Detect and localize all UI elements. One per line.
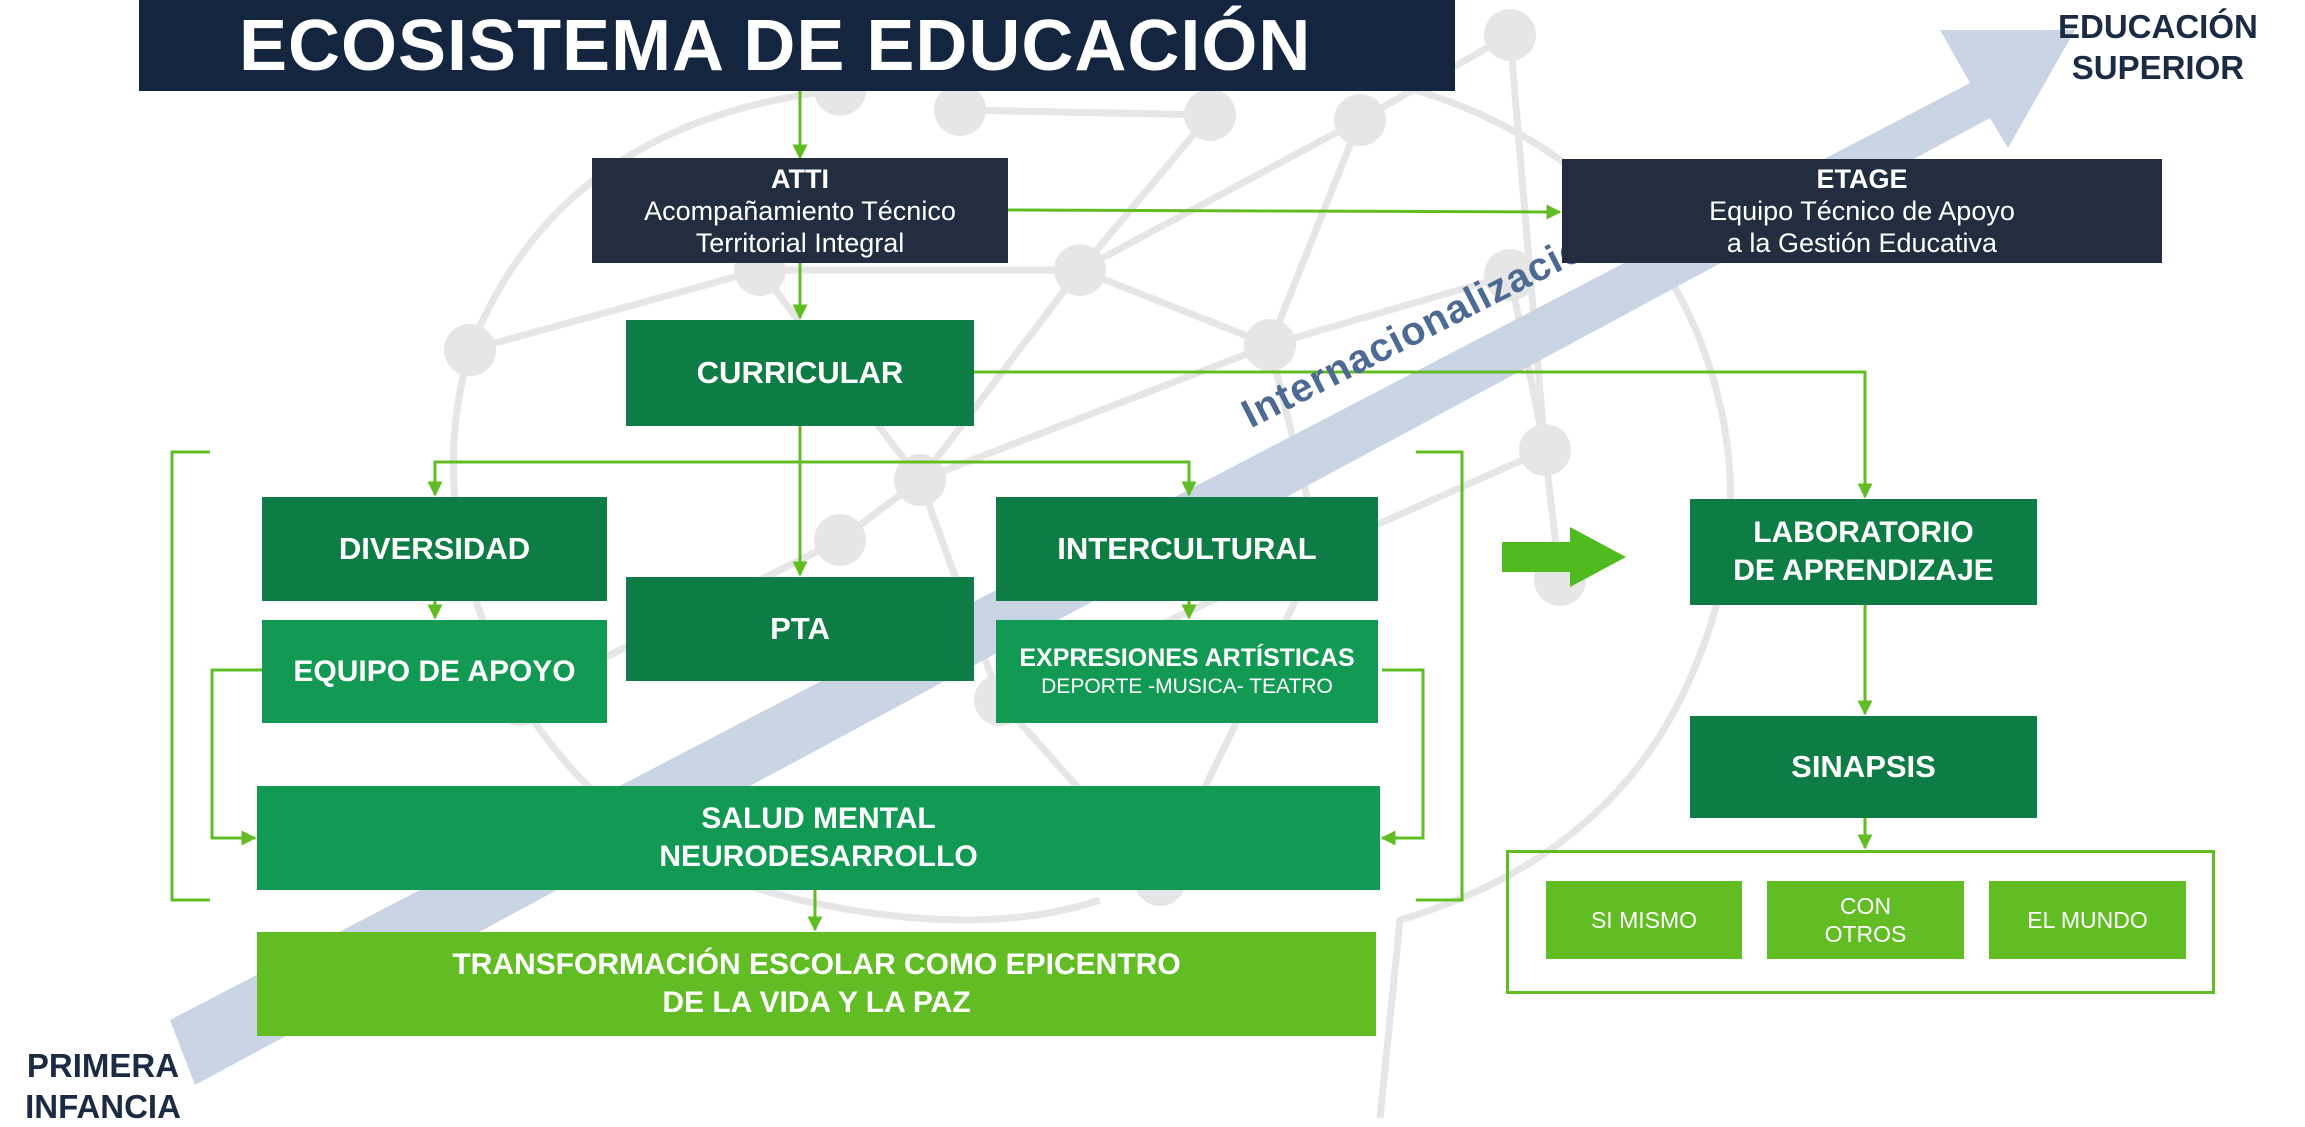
node-atti: ATTI Acompañamiento Técnico Territorial …	[592, 158, 1008, 263]
page-title: ECOSISTEMA DE EDUCACIÓN	[239, 5, 1312, 86]
node-salud-mental-line-1: SALUD MENTAL	[701, 802, 936, 835]
node-atti-line-1: Acompañamiento Técnico	[644, 195, 956, 226]
connector-branch-diversidad	[427, 460, 800, 497]
label-educacion-superior-line-2: SUPERIOR	[2071, 49, 2245, 86]
node-salud-mental: SALUD MENTAL NEURODESARROLLO	[257, 786, 1380, 890]
outcome-el-mundo-label: EL MUNDO	[2027, 906, 2148, 933]
node-diversidad-label: DIVERSIDAD	[338, 531, 531, 566]
node-atti-title: ATTI	[771, 163, 829, 194]
outcomes-frame	[1506, 850, 2215, 994]
connector-atti-etage	[1007, 204, 1562, 220]
node-etage-line-1: Equipo Técnico de Apoyo	[1709, 196, 2015, 226]
outcome-con-otros-line-2: OTROS	[1824, 921, 1907, 947]
label-primera-infancia-line-1: PRIMERA	[26, 1047, 180, 1084]
node-diversidad: DIVERSIDAD	[262, 497, 607, 601]
connector-equipo-salud	[210, 668, 262, 846]
node-expresiones-subtitle: DEPORTE -MUSICA- TEATRO	[1041, 674, 1333, 698]
node-intercultural-label: INTERCULTURAL	[1057, 531, 1317, 566]
node-laboratorio-line-2: DE APRENDIZAJE	[1733, 554, 1994, 587]
node-atti-line-2: Territorial Integral	[695, 227, 905, 258]
node-etage: ETAGE Equipo Técnico de Apoyo a la Gesti…	[1562, 159, 2162, 263]
bracket-left	[170, 450, 210, 902]
node-sinapsis-label: SINAPSIS	[1791, 749, 1936, 784]
node-sinapsis: SINAPSIS	[1690, 716, 2037, 818]
outcome-con-otros-line-1: CON	[1839, 893, 1892, 919]
node-transformacion-escolar: TRANSFORMACIÓN ESCOLAR COMO EPICENTRO DE…	[257, 932, 1376, 1036]
node-intercultural: INTERCULTURAL	[996, 497, 1378, 601]
connector-branch-intercultural	[800, 460, 1197, 497]
green-block-arrow	[1502, 527, 1626, 587]
node-laboratorio-line-1: LABORATORIO	[1753, 516, 1974, 549]
bracket-right	[1416, 450, 1464, 902]
node-pta-label: PTA	[770, 611, 830, 646]
node-curricular-label: CURRICULAR	[696, 355, 904, 390]
node-equipo-de-apoyo: EQUIPO DE APOYO	[262, 620, 607, 723]
node-salud-mental-line-2: NEURODESARROLLO	[659, 840, 978, 873]
node-expresiones-title: EXPRESIONES ARTÍSTICAS	[1019, 643, 1355, 672]
connector-expresiones-salud	[1380, 668, 1425, 846]
node-etage-title: ETAGE	[1816, 164, 1908, 194]
page-title-bar: ECOSISTEMA DE EDUCACIÓN	[139, 0, 1455, 91]
outcome-el-mundo: EL MUNDO	[1989, 881, 2186, 959]
node-transformacion-line-1: TRANSFORMACIÓN ESCOLAR COMO EPICENTRO	[452, 948, 1181, 981]
label-primera-infancia-line-2: INFANCIA	[25, 1088, 181, 1125]
connector-curricular-laboratorio	[974, 370, 1873, 499]
node-equipo-de-apoyo-label: EQUIPO DE APOYO	[293, 654, 576, 688]
outcome-con-otros: CON OTROS	[1767, 881, 1964, 959]
node-etage-line-2: a la Gestión Educativa	[1726, 228, 1998, 258]
outcome-si-mismo: SI MISMO	[1546, 881, 1742, 959]
outcome-si-mismo-label: SI MISMO	[1590, 906, 1698, 933]
node-curricular: CURRICULAR	[626, 320, 974, 426]
node-laboratorio-de-aprendizaje: LABORATORIO DE APRENDIZAJE	[1690, 499, 2037, 605]
label-educacion-superior-line-1: EDUCACIÓN	[2058, 8, 2258, 45]
node-transformacion-line-2: DE LA VIDA Y LA PAZ	[662, 986, 971, 1019]
node-pta: PTA	[626, 577, 974, 681]
node-expresiones-artisticas: EXPRESIONES ARTÍSTICAS DEPORTE -MUSICA- …	[996, 620, 1378, 723]
label-educacion-superior: EDUCACIÓN SUPERIOR	[2058, 6, 2258, 88]
label-primera-infancia: PRIMERA INFANCIA	[0, 1045, 206, 1127]
